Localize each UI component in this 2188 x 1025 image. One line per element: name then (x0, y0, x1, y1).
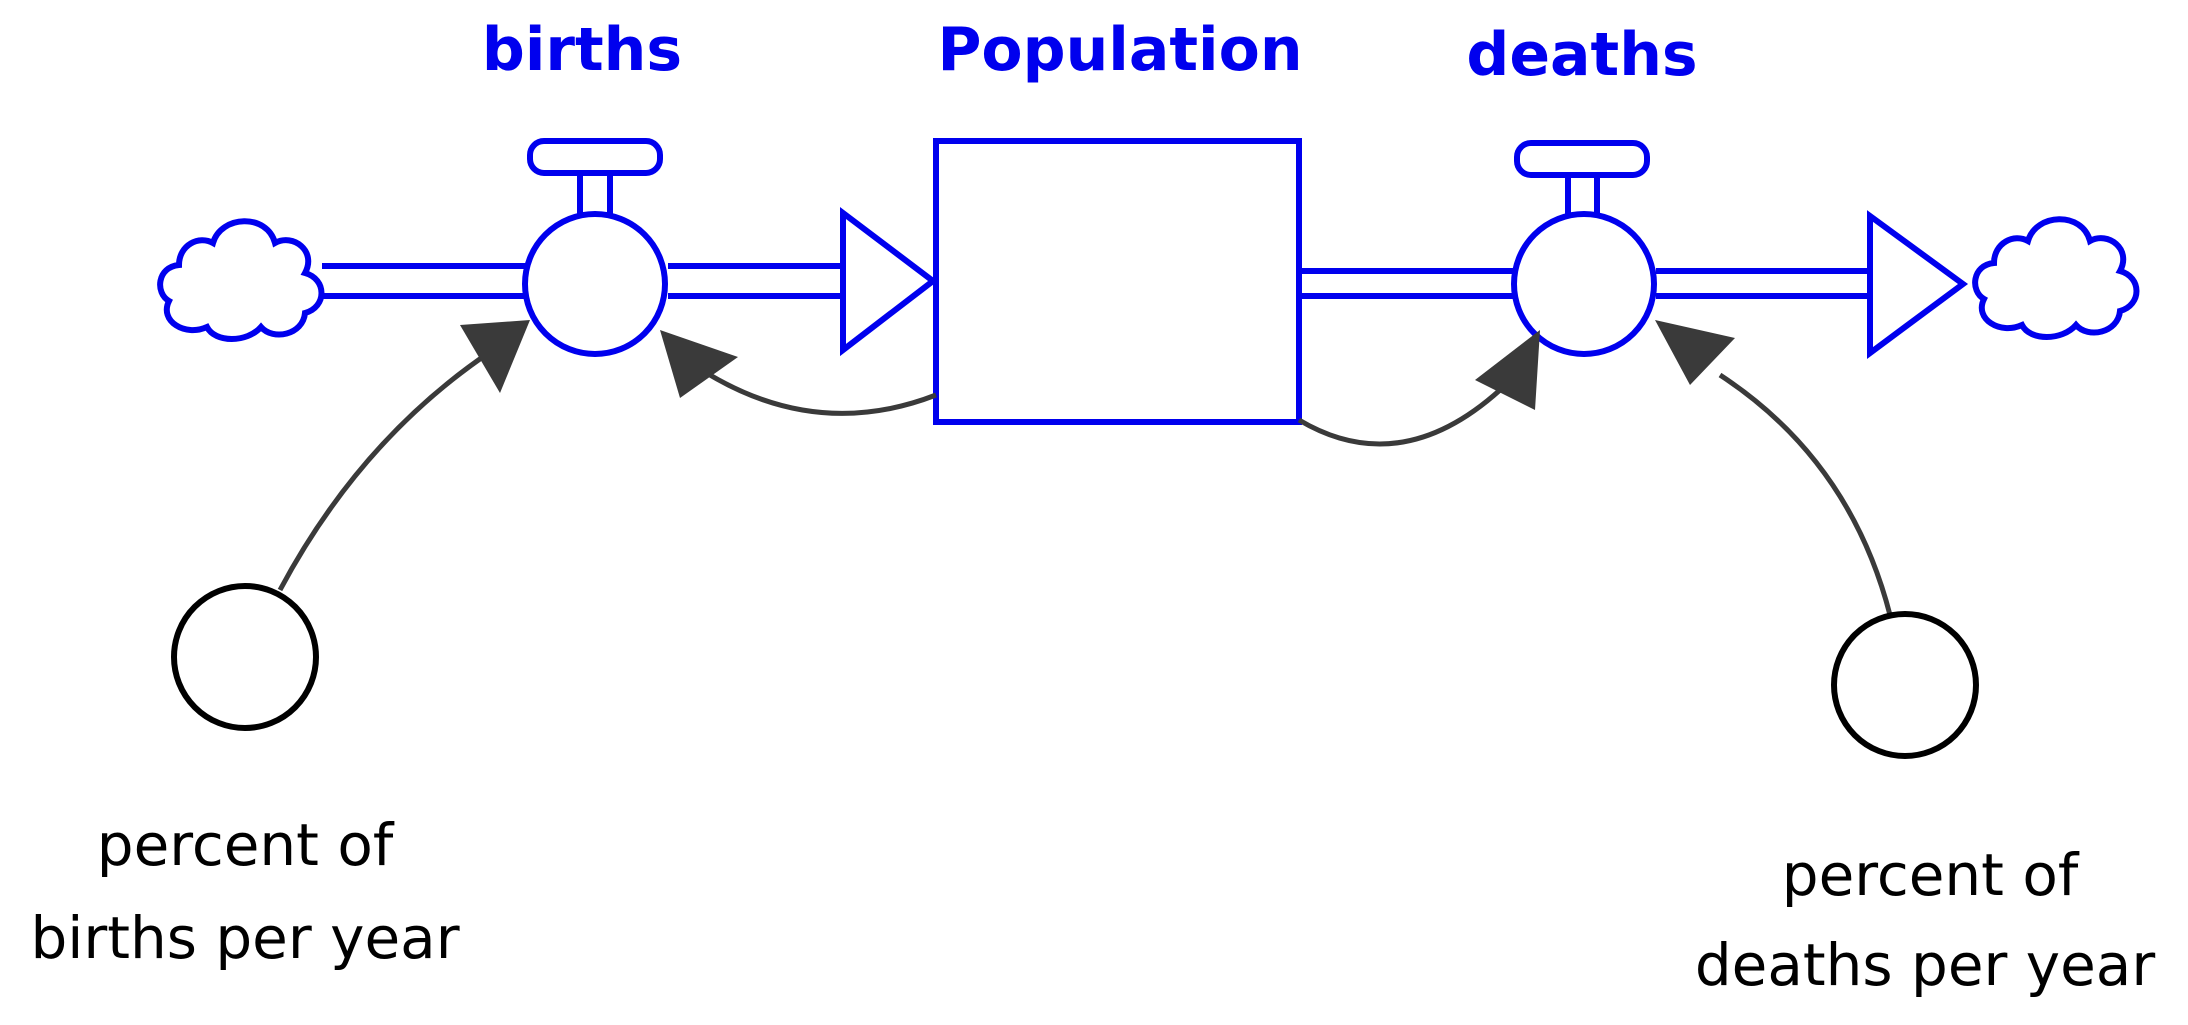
connector-death-rate-to-deaths (1655, 320, 1893, 616)
births-flow-arrowhead-icon (840, 206, 938, 357)
deaths-valve-icon[interactable] (1511, 140, 1657, 357)
birth-rate-label-line2: births per year (30, 904, 459, 972)
deaths-flow-label: deaths (1466, 20, 1697, 90)
deaths-flow-pipe (1302, 268, 1870, 299)
births-valve-icon[interactable] (522, 138, 668, 357)
deaths-flow-arrowhead-icon (1867, 210, 1969, 359)
births-flow-pipe (322, 263, 843, 299)
birth-rate-label-line1: percent of (97, 811, 395, 879)
connector-population-to-births (660, 330, 937, 416)
death-rate-label-line2: deaths per year (1695, 931, 2156, 999)
death-rate-converter[interactable] (1831, 611, 1979, 759)
connector-arrowhead-icon (1475, 330, 1540, 410)
connector-arrowhead-icon (460, 320, 530, 393)
births-flow-label: births (482, 15, 682, 85)
population-stock[interactable] (933, 138, 1302, 425)
sink-cloud-icon (1972, 216, 2140, 340)
connector-birth-rate-to-births (277, 320, 530, 592)
connector-arrowhead-icon (660, 330, 738, 398)
birth-rate-converter[interactable] (171, 583, 319, 731)
connector-arrowhead-icon (1655, 320, 1735, 385)
death-rate-label-line1: percent of (1782, 841, 2080, 909)
connector-population-to-deaths (1297, 330, 1540, 447)
source-cloud-icon (157, 218, 325, 342)
population-stock-label: Population (937, 15, 1302, 85)
